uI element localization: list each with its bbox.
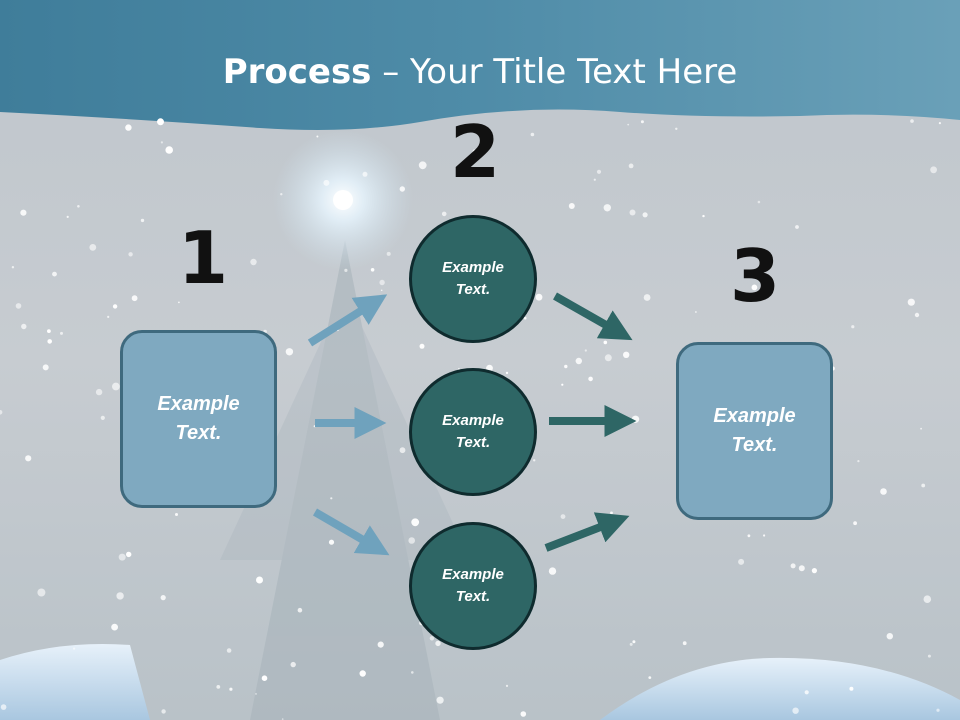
step-3-box: Example Text. — [676, 342, 833, 520]
title-bold-text: Process — [222, 52, 372, 92]
arrow-2top-to-3 — [553, 292, 633, 341]
step-2-circle-bottom: Example Text. — [409, 522, 537, 650]
step-number-1: 1 — [178, 216, 229, 300]
title-rest-text: – Your Title Text Here — [371, 52, 738, 92]
header-band — [0, 0, 960, 130]
snow-hill-right — [600, 657, 960, 720]
step-2-circle-top: Example Text. — [409, 215, 537, 343]
arrow-1-to-2-top — [307, 294, 388, 347]
arrow-2bottom-to-3 — [544, 512, 630, 552]
step-number-3: 3 — [730, 234, 781, 318]
step-number-2: 2 — [450, 110, 501, 194]
slide-title: Process – Your Title Text Here — [0, 52, 960, 92]
arrow-1-to-2-bottom — [312, 508, 390, 556]
step-1-box: Example Text. — [120, 330, 277, 508]
step-2-circle-middle: Example Text. — [409, 368, 537, 496]
snowflakes — [0, 118, 942, 720]
snow-hill-left — [0, 644, 150, 720]
